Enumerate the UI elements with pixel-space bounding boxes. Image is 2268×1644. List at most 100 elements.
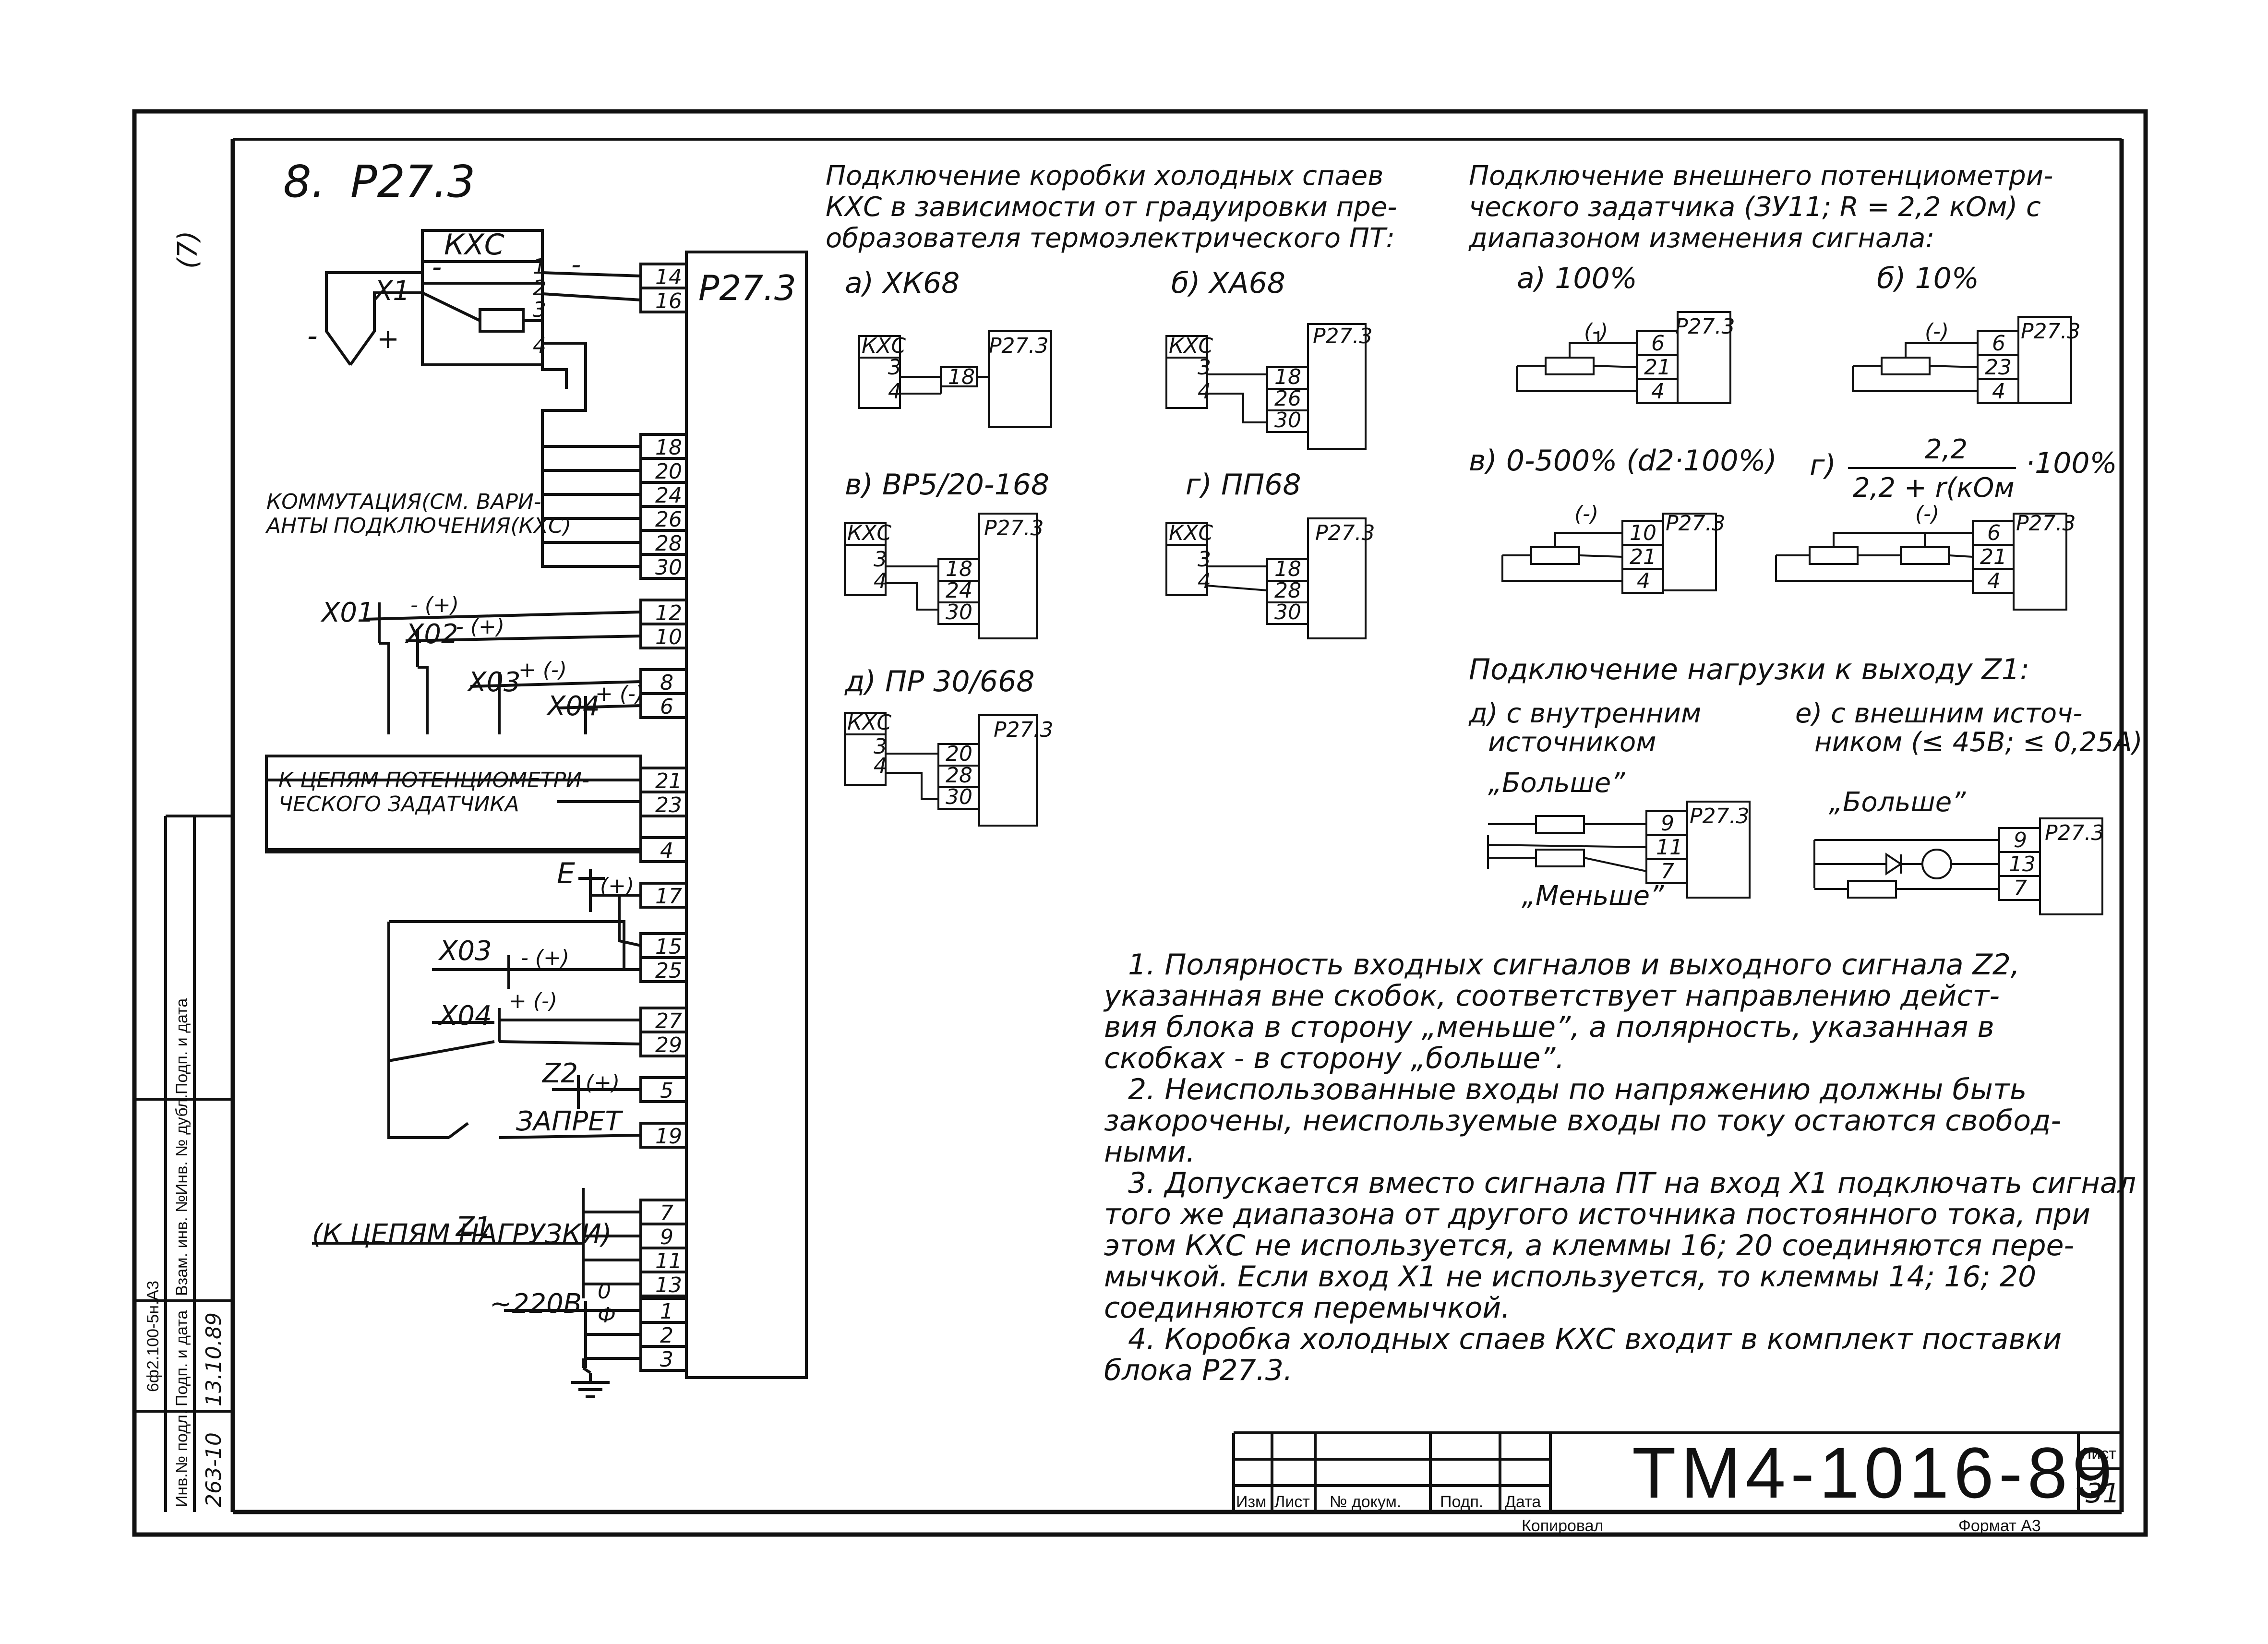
svg-text:закорочены, неиспользуемые вхо: закорочены, неиспользуемые входы по току… <box>1104 1104 2061 1138</box>
svg-text:+ (-): + (-) <box>595 682 644 706</box>
svg-text:·100%: ·100% <box>2026 446 2117 480</box>
svg-text:б) ХА68: б) ХА68 <box>1171 266 1285 300</box>
svg-text:2. Неиспользованные входы по н: 2. Неиспользованные входы по напряжению … <box>1128 1073 2027 1106</box>
svg-text:6: 6 <box>1987 521 2001 545</box>
svg-text:2,2: 2,2 <box>1925 434 1968 465</box>
svg-text:6: 6 <box>660 695 673 719</box>
svg-text:Подключение коробки холодных с: Подключение коробки холодных спаев <box>826 160 1383 192</box>
svg-text:4: 4 <box>1198 569 1211 593</box>
svg-text:4: 4 <box>874 569 887 593</box>
svg-text:1: 1 <box>533 254 546 279</box>
svg-text:30: 30 <box>946 600 972 624</box>
power-input <box>504 1301 641 1398</box>
svg-text:21: 21 <box>1980 545 2007 569</box>
svg-text:24: 24 <box>946 578 972 603</box>
svg-text:Инв. № дубл.: Инв. № дубл. <box>173 1094 191 1195</box>
outer-frame <box>132 109 2148 1537</box>
svg-text:P27.3: P27.3 <box>1315 521 1375 545</box>
svg-text:+ (-): + (-) <box>518 658 567 682</box>
svg-text:4: 4 <box>533 334 546 358</box>
svg-text:P27.3: P27.3 <box>2016 511 2076 536</box>
pot-section: Подключение внешнего потенциометри- ческ… <box>1468 160 2117 504</box>
svg-text:образователя термоэлектрическо: образователя термоэлектрического ПТ: <box>826 223 1395 254</box>
svg-text:указанная вне скобок, соответс: указанная вне скобок, соответствует напр… <box>1103 979 2000 1013</box>
svg-text:-: - <box>307 319 318 353</box>
svg-text:13: 13 <box>655 1273 682 1297</box>
svg-text:в) ВР5/20-168: в) ВР5/20-168 <box>845 468 1049 502</box>
svg-text:P27.3: P27.3 <box>1666 511 1726 536</box>
svg-text:д) с внутренним: д) с внутренним <box>1468 698 1701 729</box>
voltage-inputs <box>265 602 642 853</box>
svg-text:7: 7 <box>2014 876 2027 900</box>
svg-text:X03: X03 <box>438 936 492 967</box>
svg-text:мычкой. Если вход X1 не исполь: мычкой. Если вход X1 не используется, то… <box>1104 1260 2036 1294</box>
svg-text:Формат А3: Формат А3 <box>1958 1517 2041 1535</box>
svg-text:11: 11 <box>1656 835 1683 860</box>
svg-text:30: 30 <box>1274 600 1301 624</box>
svg-text:а) 100%: а) 100% <box>1517 262 1637 295</box>
svg-text:3: 3 <box>1198 355 1211 380</box>
load-output <box>312 1188 641 1298</box>
svg-text:(-): (-) <box>1574 502 1598 526</box>
svg-text:27: 27 <box>655 1009 682 1033</box>
svg-text:P27.3: P27.3 <box>2045 821 2105 845</box>
svg-text:(-): (-) <box>1584 319 1608 344</box>
svg-text:в) 0-500% (d2·100%): в) 0-500% (d2·100%) <box>1469 444 1777 478</box>
svg-text:(7): (7) <box>172 231 204 269</box>
svg-text:е) с внешним источ-: е) с внешним источ- <box>1795 698 2082 729</box>
svg-text:источником: источником <box>1488 727 1656 758</box>
svg-text:6: 6 <box>1992 331 2005 356</box>
svg-text:4: 4 <box>1198 379 1211 404</box>
svg-text:+ (-): + (-) <box>509 989 557 1013</box>
svg-text:17: 17 <box>655 884 682 909</box>
svg-text:7: 7 <box>660 1201 673 1225</box>
svg-text:31: 31 <box>2086 1478 2120 1509</box>
svg-text:X03: X03 <box>467 667 521 698</box>
svg-text:Подп.: Подп. <box>1440 1493 1483 1511</box>
svg-text:26: 26 <box>1274 386 1301 411</box>
svg-text:6: 6 <box>1651 331 1665 356</box>
svg-text:Z2: Z2 <box>541 1058 578 1089</box>
svg-text:4: 4 <box>1637 569 1650 593</box>
svg-text:КХС: КХС <box>847 521 891 545</box>
svg-text:АНТЫ ПОДКЛЮЧЕНИЯ(КХС): АНТЫ ПОДКЛЮЧЕНИЯ(КХС) <box>265 514 571 538</box>
svg-text:ником (≤ 45В; ≤ 0,25А): ником (≤ 45В; ≤ 0,25А) <box>1814 727 2143 758</box>
svg-text:30: 30 <box>1274 408 1301 432</box>
side-stamp: Инв.№ подл. 263-10 Подп. и дата 13.10.89… <box>134 231 233 1512</box>
svg-text:1. Полярность входных сигналов: 1. Полярность входных сигналов и выходно… <box>1128 948 2020 982</box>
svg-text:P27.3: P27.3 <box>1313 324 1373 348</box>
svg-text:P27.3: P27.3 <box>1675 314 1735 339</box>
diagram-number: 8. <box>283 156 325 207</box>
svg-text:ТМ4-1016-89: ТМ4-1016-89 <box>1632 1432 2117 1513</box>
svg-text:3: 3 <box>660 1347 673 1372</box>
svg-text:3: 3 <box>874 734 887 759</box>
svg-text:18: 18 <box>655 435 682 460</box>
svg-text:29: 29 <box>655 1033 682 1057</box>
svg-text:Копировал: Копировал <box>1522 1517 1603 1535</box>
svg-text:1: 1 <box>660 1299 673 1324</box>
terminal-numbers: 14 16 18 20 24 26 28 30 12 10 8 6 21 23 … <box>655 265 682 1372</box>
svg-text:„Больше”: „Больше” <box>1488 768 1625 799</box>
svg-text:13: 13 <box>2009 852 2036 876</box>
svg-text:4: 4 <box>874 754 887 778</box>
svg-text:а) ХК68: а) ХК68 <box>845 266 960 300</box>
svg-text:г): г) <box>1810 449 1836 482</box>
kxc-label: КХС <box>444 228 504 262</box>
svg-text:3: 3 <box>533 298 546 322</box>
svg-text:X01: X01 <box>320 597 374 628</box>
load-variant-external: 9 13 7 P27.3 <box>1813 817 2105 915</box>
svg-text:23: 23 <box>1985 355 2012 380</box>
variant-vr: КХС 3 4 18 24 30 P27.3 <box>844 513 1044 639</box>
svg-text:21: 21 <box>1644 355 1671 380</box>
terminal-strip <box>639 263 688 1372</box>
svg-text:10: 10 <box>1630 521 1656 545</box>
svg-text:15: 15 <box>655 935 682 959</box>
current-inputs <box>387 869 641 1139</box>
svg-text:4: 4 <box>1651 379 1665 404</box>
svg-text:0: 0 <box>598 1279 611 1304</box>
svg-text:Инв.№ подл.: Инв.№ подл. <box>173 1410 191 1507</box>
svg-text:2: 2 <box>660 1323 673 1348</box>
title-block: Изм Лист № докум. Подп. Дата ТМ4-1016-89… <box>1232 1431 2122 1535</box>
kxc-section: Подключение коробки холодных спаев КХС в… <box>826 160 1397 698</box>
svg-text:30: 30 <box>655 555 682 580</box>
